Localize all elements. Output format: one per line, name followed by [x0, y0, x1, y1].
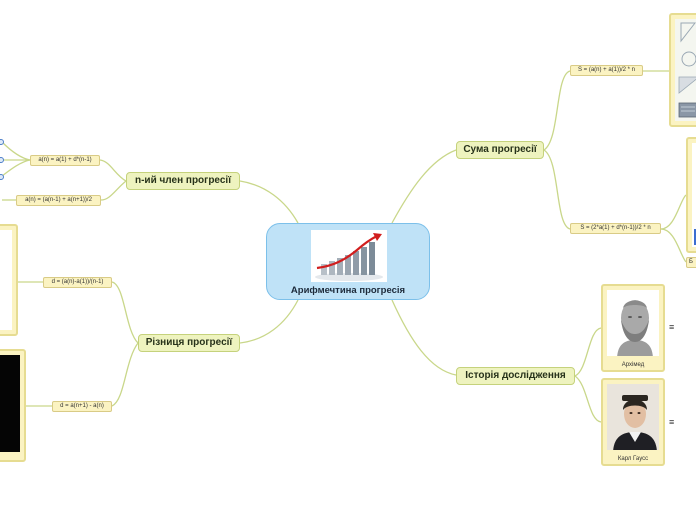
formula-nth-1[interactable]: a(n) = a(1) + d*(n-1)	[30, 155, 100, 166]
central-title: Арифмечтина прогресія	[267, 285, 429, 296]
link-gauss	[575, 376, 601, 422]
formula-sum-2[interactable]: S = (2*a(1) + d*(n-1))/2 * n	[570, 223, 661, 234]
link-nth-2	[101, 181, 126, 200]
link-nth-1	[100, 160, 126, 181]
link-archimedes	[575, 328, 601, 376]
geometry-tools-image	[675, 19, 696, 121]
link-sum-1	[544, 71, 570, 150]
cropped-image-card-sum-1[interactable]	[669, 13, 696, 127]
gauss-note-icon[interactable]: ≡	[669, 418, 674, 427]
archimedes-portrait	[607, 290, 659, 356]
cropped-formula-image	[692, 143, 696, 247]
topic-sum[interactable]: Сума прогресії	[456, 141, 544, 159]
formula-diff-1[interactable]: d = (a(n)-a(1))/(n-1)	[43, 277, 112, 288]
link-difference	[240, 300, 298, 343]
link-history	[392, 300, 456, 375]
topic-nth-term[interactable]: n-ий член прогресії	[126, 172, 240, 190]
growth-chart-image	[311, 230, 387, 282]
cropped-image	[0, 230, 12, 330]
archimedes-note-icon[interactable]: ≡	[669, 323, 674, 332]
link-diff-1	[112, 282, 138, 343]
cropped-label-box[interactable]: Б	[686, 257, 696, 268]
link-sum-2	[544, 150, 570, 229]
formula-nth-2[interactable]: a(n) = (a(n-1) + a(n+1))/2	[16, 195, 101, 206]
archimedes-card[interactable]: Архімед	[601, 284, 665, 372]
dark-image	[0, 355, 20, 452]
gauss-caption: Карл Гаусс	[603, 456, 663, 462]
link-diff-2	[112, 343, 138, 406]
topic-history[interactable]: Історія дослідження	[456, 367, 575, 385]
central-topic[interactable]: Арифмечтина прогресія	[266, 223, 430, 300]
archimedes-caption: Архімед	[603, 362, 663, 368]
link-nth-term	[240, 181, 298, 223]
cropped-image-card-bottom[interactable]	[0, 349, 26, 462]
formula-sum-1[interactable]: S = (a(n) + a(1))/2 * n	[570, 65, 643, 76]
formula-diff-2[interactable]: d = a(n+1) - a(n)	[52, 401, 112, 412]
cropped-image-card-top[interactable]	[0, 224, 18, 336]
cropped-image-card-sum-2[interactable]	[686, 137, 696, 253]
link-sum	[392, 150, 456, 223]
gauss-card[interactable]: Карл Гаусс	[601, 378, 665, 466]
topic-difference[interactable]: Різниця прогресії	[138, 334, 240, 352]
gauss-portrait	[607, 384, 659, 450]
cropped-label: Б	[689, 259, 693, 265]
